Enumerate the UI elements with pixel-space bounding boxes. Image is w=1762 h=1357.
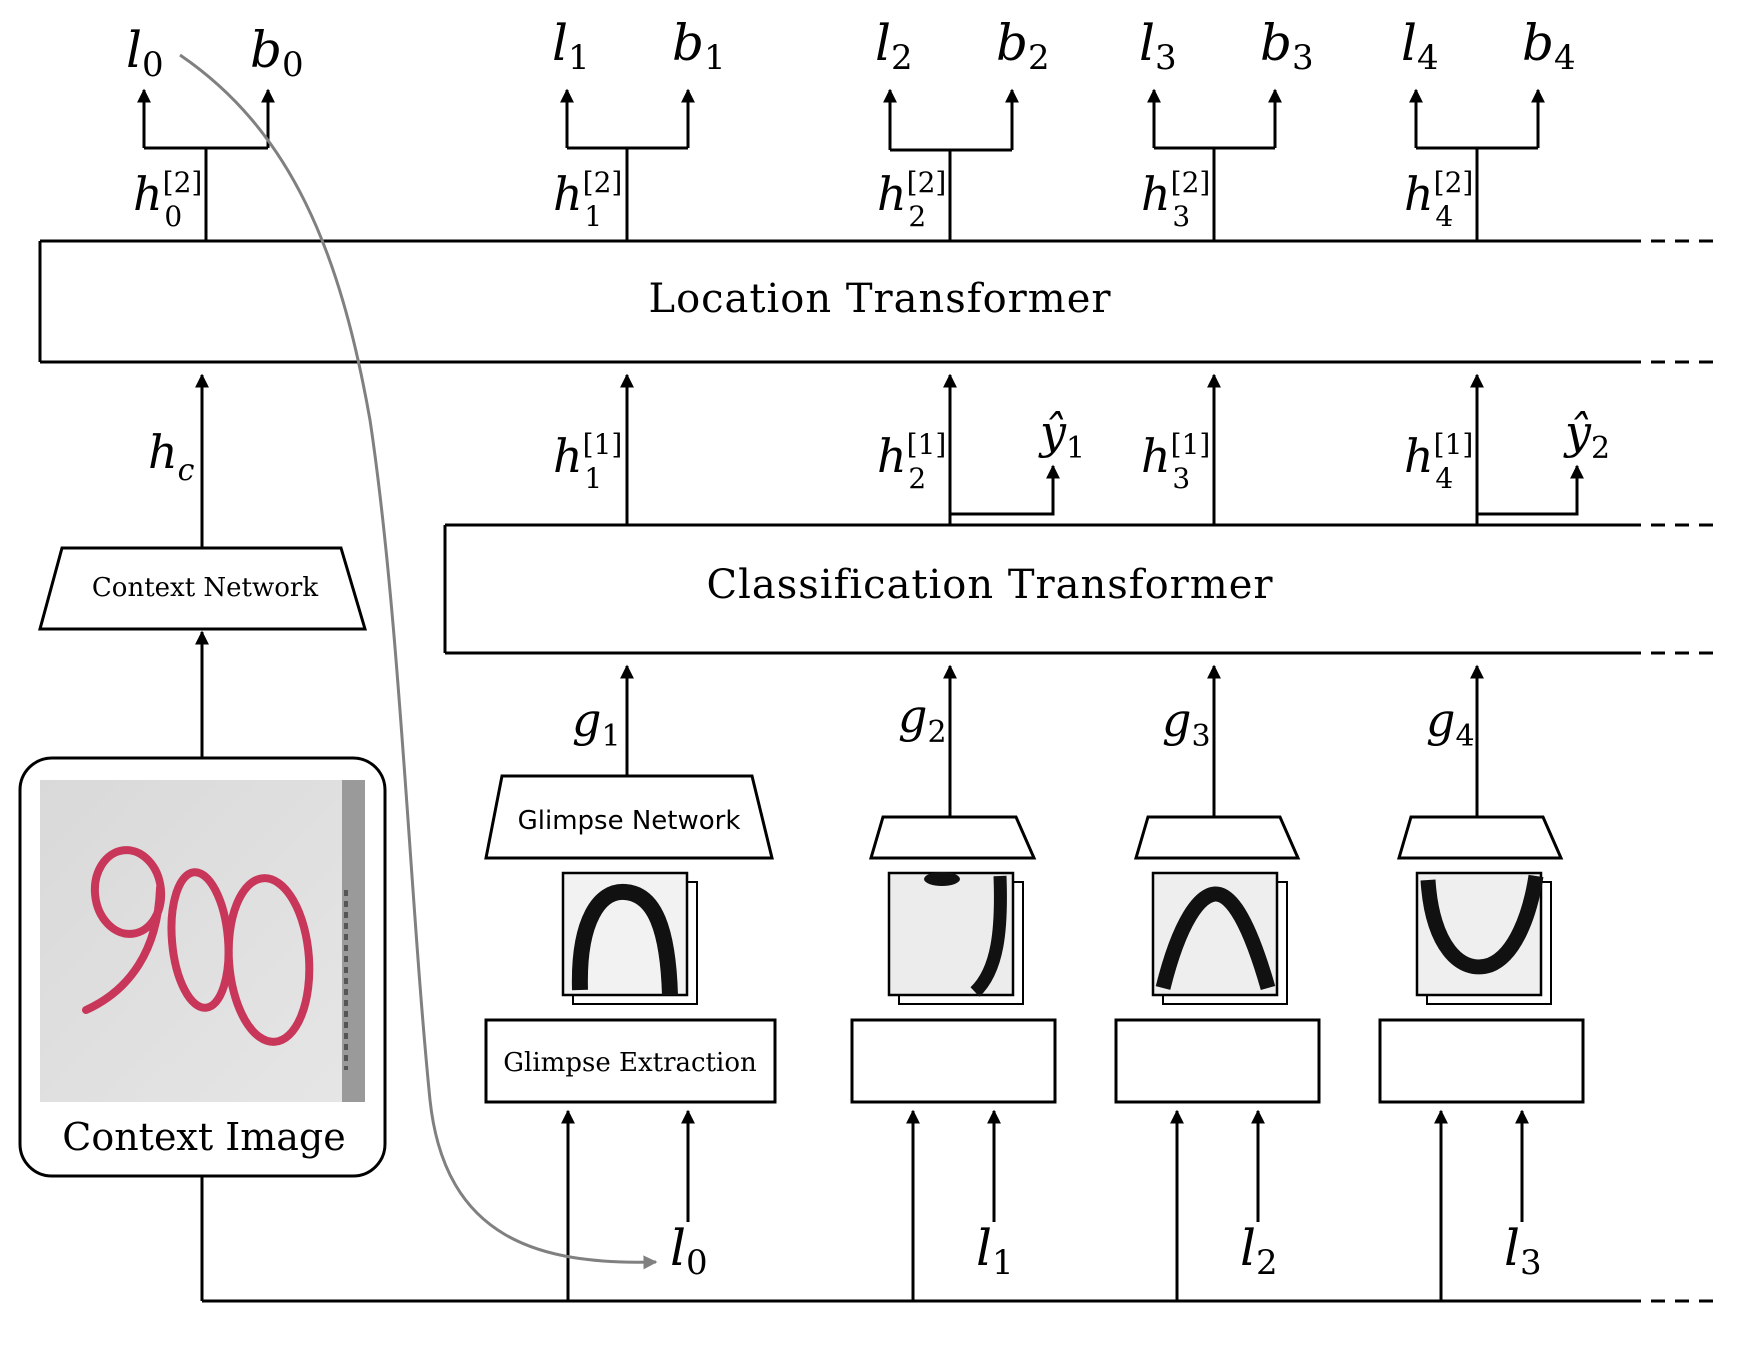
h1-label-2: h[1]2 [877, 428, 946, 495]
h1-label-1: h[1]1 [553, 428, 622, 495]
input-l1: l1 [976, 1219, 1014, 1283]
input-l2: l2 [1240, 1219, 1278, 1283]
h2-label-2: h[2]2 [877, 166, 946, 233]
glimpse-patch-4 [1415, 871, 1552, 1005]
glimpse-network-block-1 [484, 774, 774, 860]
context-image-picture [40, 780, 365, 1102]
output-l1: l1 [552, 14, 590, 78]
output-l2: l2 [875, 14, 913, 78]
output-b1: b1 [672, 14, 726, 78]
h2-label-4: h[2]4 [1404, 166, 1473, 233]
h1-label-4: h[1]4 [1404, 428, 1473, 495]
glimpse-extraction-block-3 [1114, 1018, 1321, 1104]
context-image-block [18, 756, 387, 1178]
glimpse-patch-3 [1151, 871, 1288, 1005]
glimpse-extraction-block-1 [484, 1018, 777, 1104]
glimpse-network-block-4 [1396, 815, 1564, 860]
glimpse-network-block-2 [868, 815, 1037, 860]
output-l3: l3 [1139, 14, 1177, 78]
output-b3: b3 [1260, 14, 1314, 78]
classification-transformer-label: Classification Transformer [706, 562, 1273, 608]
input-l3: l3 [1504, 1219, 1542, 1283]
glimpse-network-block-3 [1133, 815, 1301, 860]
g-label-3: g3 [1162, 693, 1211, 754]
g-label-2: g2 [898, 689, 947, 750]
location-feedback-arrow [179, 53, 658, 1270]
output-l0: l0 [126, 21, 164, 85]
output-b2: b2 [996, 14, 1050, 78]
glimpse-extraction-block-4 [1378, 1018, 1585, 1104]
context-image-label: Context Image [62, 1115, 345, 1159]
glimpse-extraction-block-2 [850, 1018, 1057, 1104]
h1-label-3: h[1]3 [1141, 428, 1210, 495]
glimpse-patch-2 [887, 871, 1024, 1005]
context-network-block [38, 546, 368, 631]
input-l0: l0 [670, 1219, 708, 1283]
output-b0: b0 [250, 21, 304, 85]
glimpse-extraction-label: Glimpse Extraction [503, 1048, 757, 1078]
output-l4: l4 [1401, 14, 1439, 78]
h2-label-1: h[2]1 [553, 166, 622, 233]
glimpse-network-label: Glimpse Network [518, 806, 741, 836]
y-hat-1: ŷ1 [1038, 405, 1085, 466]
output-b4: b4 [1522, 14, 1576, 78]
h2-label-0: h[2]0 [133, 166, 202, 233]
g-label-1: g1 [572, 693, 621, 754]
glimpse-patch-1 [561, 871, 698, 1005]
g-label-4: g4 [1426, 693, 1475, 754]
y-hat-2: ŷ2 [1563, 405, 1610, 466]
context-network-label: Context Network [92, 573, 318, 603]
location-transformer-label: Location Transformer [649, 276, 1112, 322]
hc-label: hc [148, 425, 195, 488]
h2-label-3: h[2]3 [1141, 166, 1210, 233]
